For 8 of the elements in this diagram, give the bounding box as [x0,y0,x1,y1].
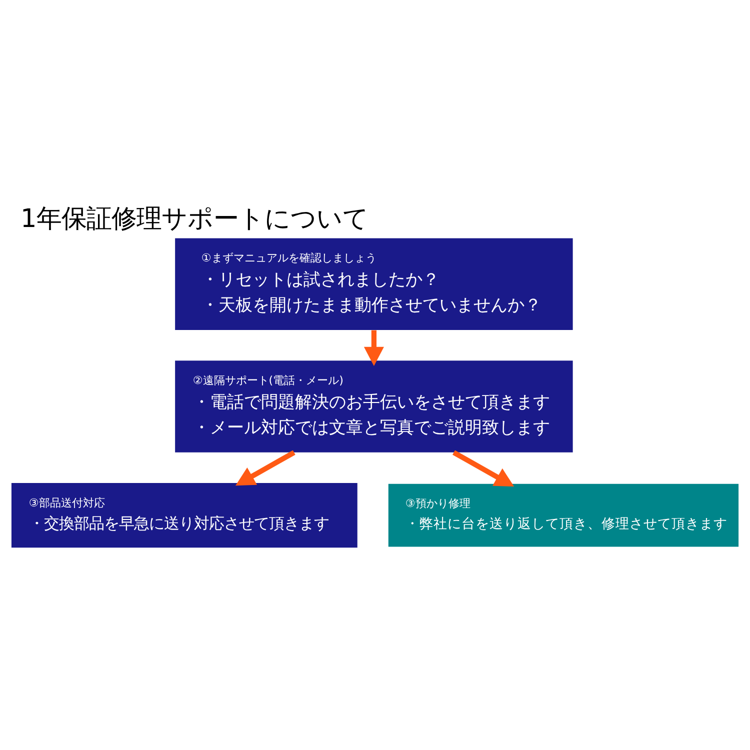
node-box: ③預かり修理 ・弊社に台を送り返して頂き、修理させて頂きます [388,483,739,546]
node-box: ②遠隔サポート(電話・メール) ・電話で問題解決のお手伝いをさせて頂きます ・メール対応では文章と写真でご説明致します [175,360,573,452]
arrow [452,450,514,486]
arrow [364,330,384,366]
arrow [236,450,296,486]
node-box: ①まずマニュアルを確認しましょう ・リセットは試されましたか？ ・天板を開けたまま動作させていませんか？ [175,238,573,330]
diagram-title: 1年保証修理サポートについて [20,204,369,234]
node-box: ③部品送付対応 ・交換部品を早急に送り対応させて頂きます [11,482,358,548]
